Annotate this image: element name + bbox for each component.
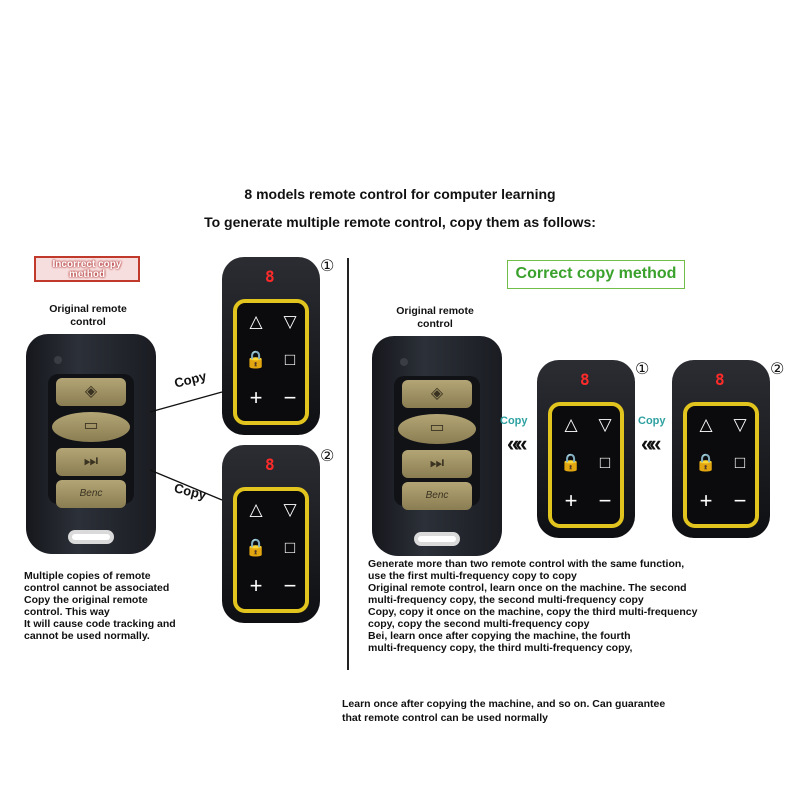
- note-line: Copy the original remote: [24, 594, 148, 606]
- remote-button-4: Benc: [402, 482, 472, 510]
- seven-segment-display: 8: [580, 370, 590, 389]
- copy-label-4: Copy: [638, 415, 666, 427]
- bottom-note: Learn once after copying the machine, an…: [342, 697, 762, 725]
- button-frame: △ ▽ 🔒 □ + −: [233, 299, 309, 425]
- original-remote-left: ◈ ▭ ⏭ Benc: [26, 334, 156, 554]
- button-frame: △ ▽ 🔒 □ + −: [683, 402, 759, 528]
- copy-label-3: Copy: [500, 415, 528, 427]
- original-remote-label-right: Original remote control: [396, 305, 474, 330]
- original-remote-right: ◈ ▭ ⏭ Benc: [372, 336, 502, 556]
- seven-segment-display: 8: [265, 267, 275, 286]
- down-icon: ▽: [283, 312, 297, 331]
- note-line: copy, copy the second multi-frequency co…: [368, 618, 590, 630]
- plus-icon: +: [249, 385, 263, 410]
- note-line: Multiple copies of remote: [24, 570, 151, 582]
- number-badge-4: ②: [770, 361, 785, 378]
- down-icon: ▽: [598, 415, 612, 434]
- stop-icon: □: [284, 350, 296, 369]
- plus-icon: +: [564, 488, 578, 513]
- incorrect-badge: Incorrect copy method: [34, 256, 140, 282]
- stop-icon: □: [284, 538, 296, 557]
- note-line: that remote control can be used normally: [342, 712, 548, 724]
- minus-icon: −: [283, 385, 297, 410]
- remote-button-3: ⏭: [402, 450, 472, 478]
- down-icon: ▽: [733, 415, 747, 434]
- learning-remote-right-2: 8 △ ▽ 🔒 □ + −: [672, 360, 770, 538]
- lock-icon: 🔒: [245, 350, 267, 369]
- lock-icon: 🔒: [695, 453, 717, 472]
- remote-button-4: Benc: [56, 480, 126, 508]
- stop-icon: □: [599, 453, 611, 472]
- button-frame: △ ▽ 🔒 □ + −: [233, 487, 309, 613]
- learning-remote-right-1: 8 △ ▽ 🔒 □ + −: [537, 360, 635, 538]
- keyring-loop: [68, 530, 114, 544]
- note-line: Copy, copy it once on the machine, copy …: [368, 606, 698, 618]
- minus-icon: −: [733, 488, 747, 513]
- plus-icon: +: [699, 488, 713, 513]
- note-line: Bei, learn once after copying the machin…: [368, 630, 631, 642]
- plus-icon: +: [249, 573, 263, 598]
- note-line: multi-frequency copy, the third multi-fr…: [368, 642, 633, 654]
- remote-button-1: ◈: [56, 378, 126, 406]
- keyring-loop: [414, 532, 460, 546]
- learning-remote-left-2: 8 △ ▽ 🔒 □ + −: [222, 445, 320, 623]
- note-line: Generate more than two remote control wi…: [368, 558, 685, 570]
- seven-segment-display: 8: [715, 370, 725, 389]
- center-divider: [347, 258, 349, 670]
- left-arrows-icon-1: ««: [507, 431, 528, 456]
- up-icon: △: [249, 312, 263, 331]
- up-icon: △: [699, 415, 713, 434]
- correct-badge: Correct copy method: [507, 260, 685, 289]
- original-remote-label-left: Original remote control: [49, 303, 127, 328]
- lock-icon: 🔒: [560, 453, 582, 472]
- minus-icon: −: [283, 573, 297, 598]
- page-title: 8 models remote control for computer lea…: [244, 186, 556, 202]
- note-line: Original remote control, learn once on t…: [368, 582, 687, 594]
- left-note: Multiple copies of remote control cannot…: [24, 570, 214, 642]
- note-line: control. This way: [24, 606, 110, 618]
- stop-icon: □: [734, 453, 746, 472]
- minus-icon: −: [598, 488, 612, 513]
- right-note: Generate more than two remote control wi…: [368, 558, 788, 654]
- note-line: use the first multi-frequency copy to co…: [368, 570, 577, 582]
- remote-button-2: ▭: [398, 414, 476, 444]
- led-icon: [400, 358, 408, 366]
- button-frame: △ ▽ 🔒 □ + −: [548, 402, 624, 528]
- up-icon: △: [249, 500, 263, 519]
- seven-segment-display: 8: [265, 455, 275, 474]
- note-line: cannot be used normally.: [24, 630, 150, 642]
- remote-button-3: ⏭: [56, 448, 126, 476]
- up-icon: △: [564, 415, 578, 434]
- led-icon: [54, 356, 62, 364]
- number-badge-3: ①: [635, 361, 650, 378]
- page-subtitle: To generate multiple remote control, cop…: [204, 214, 596, 230]
- learning-remote-left-1: 8 △ ▽ 🔒 □ + −: [222, 257, 320, 435]
- remote-button-2: ▭: [52, 412, 130, 442]
- note-line: multi-frequency copy, the second multi-f…: [368, 594, 644, 606]
- lock-icon: 🔒: [245, 538, 267, 557]
- down-icon: ▽: [283, 500, 297, 519]
- note-line: Learn once after copying the machine, an…: [342, 698, 666, 710]
- note-line: control cannot be associated: [24, 582, 170, 594]
- note-line: It will cause code tracking and: [24, 618, 176, 630]
- remote-button-1: ◈: [402, 380, 472, 408]
- number-badge-2: ②: [320, 448, 335, 465]
- number-badge-1: ①: [320, 258, 335, 275]
